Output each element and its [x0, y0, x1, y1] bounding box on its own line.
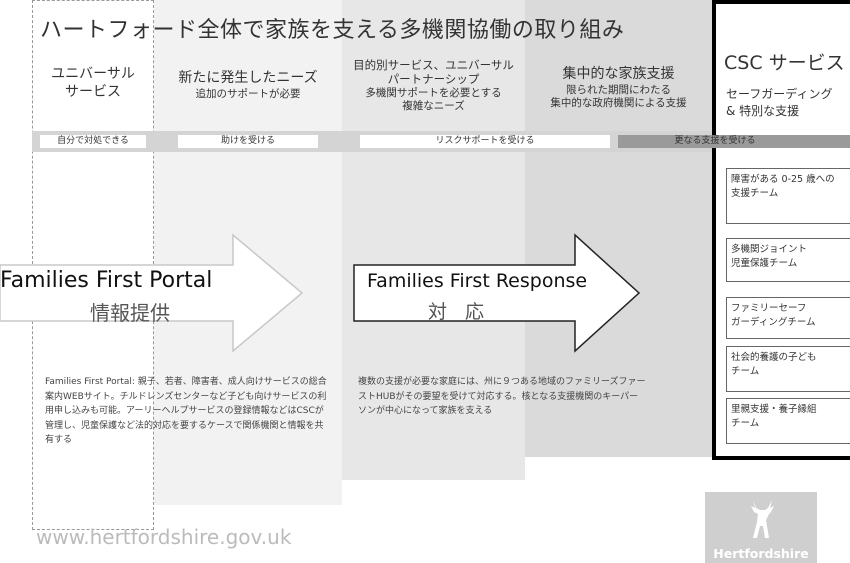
- csc-team-box: 障害がある 0-25 歳への 支援チーム: [726, 168, 850, 224]
- level-label-4: 更なる支援を受ける: [674, 136, 756, 146]
- level-label-2: 助けを受ける: [178, 135, 318, 148]
- column-title-3: 目的別サービス、ユニバーサル パートナーシップ: [353, 58, 514, 87]
- portal-title: Families First Portal: [0, 268, 213, 293]
- column-subtitle-3: 多機関サポートを必要とする 複雑なニーズ: [365, 86, 502, 112]
- hertfordshire-logo: Hertfordshire: [705, 492, 817, 563]
- csc-team-box: 多機関ジョイント 児童保護チーム: [726, 238, 850, 282]
- column-targeted: [342, 0, 525, 480]
- response-title: Families First Response: [367, 270, 588, 292]
- column-title-1: ユニバーサル サービス: [51, 66, 135, 100]
- csc-subtitle: セーフガーディング & 特別な支援: [726, 87, 833, 118]
- response-subtitle: 対応: [428, 301, 503, 323]
- column-title-2: 新たに発生したニーズ: [178, 70, 318, 86]
- column-header-4: 集中的な家族支援 限られた期間にわたる 集中的な政府機関による支援: [525, 66, 712, 110]
- website-url: www.hertfordshire.gov.uk: [36, 525, 292, 549]
- response-description: 複数の支援が必要な家庭には、州に９つある地域のファミリーズファーストHUBがその…: [358, 377, 646, 417]
- level-label-3: リスクサポートを受ける: [360, 135, 610, 148]
- column-intensive: [525, 0, 712, 457]
- arrow-icon: [0, 233, 304, 353]
- diagram-title: ハートフォード全体で家族を支える多機関協働の取り組み: [40, 18, 625, 43]
- column-header-1: ユニバーサル サービス: [32, 66, 154, 101]
- level-label-1: 自分で対処できる: [40, 135, 146, 148]
- logo-label: Hertfordshire: [713, 546, 809, 561]
- column-subtitle-2: 追加のサポートが必要: [195, 87, 301, 100]
- stag-icon: [751, 500, 774, 538]
- column-subtitle-4: 限られた期間にわたる 集中的な政府機関による支援: [550, 83, 687, 109]
- column-header-3: 目的別サービス、ユニバーサル パートナーシップ 多機関サポートを必要とする 複雑…: [342, 58, 525, 113]
- csc-title: CSC サービス: [724, 52, 845, 74]
- csc-team-box: 里親支援・養子縁組 チーム: [726, 398, 850, 444]
- column-title-4: 集中的な家族支援: [562, 66, 675, 82]
- csc-team-box: 社会的養護の子ども チーム: [726, 346, 850, 392]
- csc-team-box: ファミリーセーフ ガーディングチーム: [726, 297, 850, 339]
- column-header-2: 新たに発生したニーズ 追加のサポートが必要: [154, 70, 342, 101]
- arrow-icon: [353, 233, 641, 353]
- portal-description: Families First Portal: 親子、若者、障害者、成人向けサービ…: [45, 377, 327, 446]
- level-bar-4: [618, 135, 850, 148]
- portal-subtitle: 情報提供: [90, 301, 170, 325]
